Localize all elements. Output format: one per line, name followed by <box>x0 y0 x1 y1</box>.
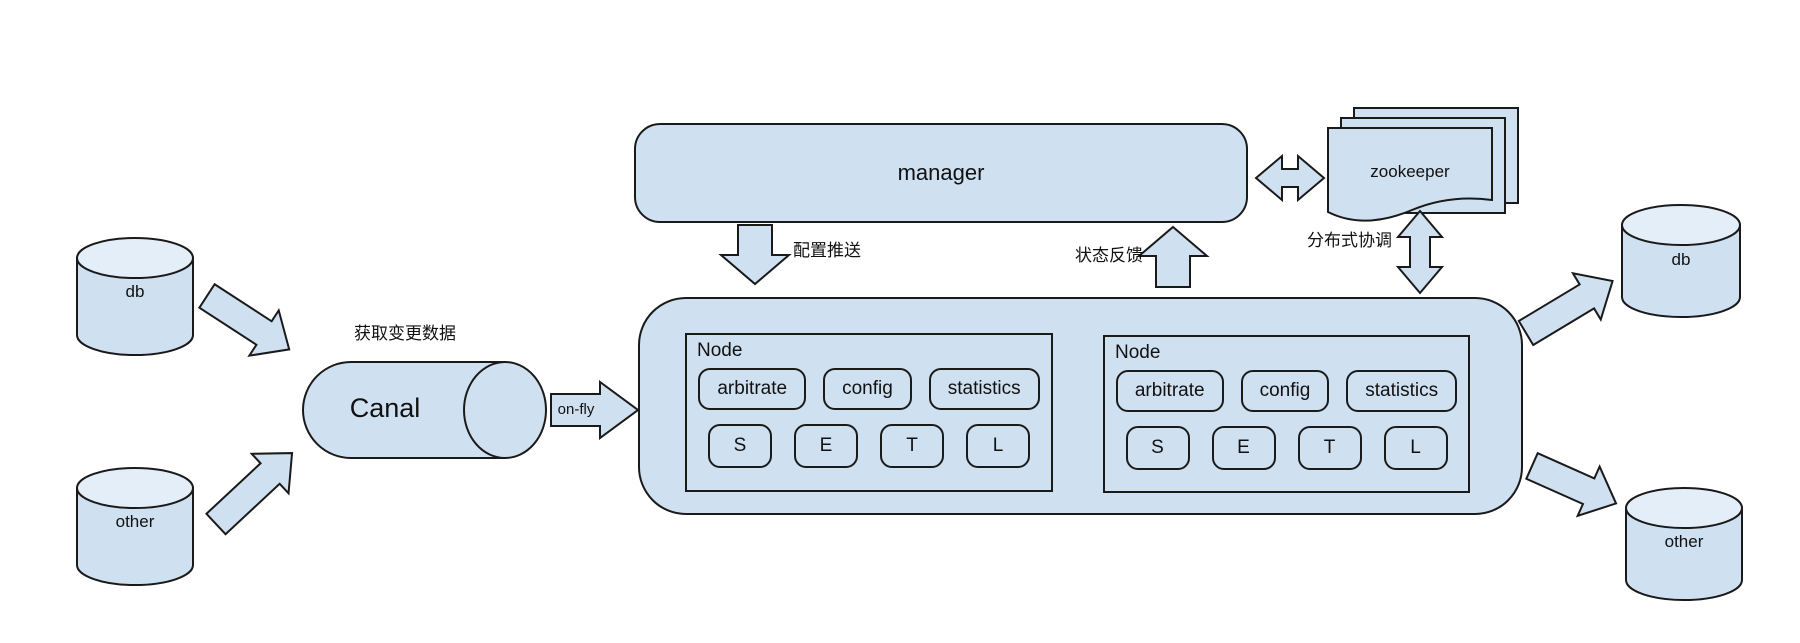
node-2-module-arbitrate: arbitrate <box>1115 370 1224 412</box>
canal-cylinder <box>302 361 547 459</box>
source-db-label: db <box>125 282 145 301</box>
node-1-module-arbitrate: arbitrate <box>698 368 807 410</box>
source-other-cylinder <box>76 467 194 586</box>
arrow-container-to-other <box>1524 451 1618 518</box>
arrow-manager-zookeeper <box>1254 153 1326 203</box>
node-1-stage-select: S <box>708 424 772 468</box>
node-1-stage-load: L <box>966 424 1030 468</box>
canal-label: Canal <box>349 393 421 423</box>
target-db-cylinder <box>1621 204 1741 318</box>
node-1-stage-transform: T <box>880 424 944 468</box>
config-push-label: 配置推送 <box>793 241 861 260</box>
target-other-label: other <box>1664 532 1704 551</box>
manager-box: manager <box>634 123 1248 223</box>
arrow-container-to-db <box>1517 271 1614 347</box>
node-2-stage-select: S <box>1125 426 1190 470</box>
arrow-zookeeper-container <box>1395 209 1445 295</box>
source-db-cylinder <box>76 237 194 356</box>
zookeeper-label: zookeeper <box>1370 162 1450 181</box>
node-2-stage-extract: E <box>1211 426 1276 470</box>
manager-label: manager <box>897 160 985 185</box>
arrow-db-to-canal <box>197 282 291 358</box>
node-box-2: Node arbitrate config statistics S E T L <box>1103 335 1470 493</box>
arrow-onfly <box>550 380 640 440</box>
node-2-module-config: config <box>1240 370 1330 412</box>
arrow-other-to-canal <box>205 452 294 536</box>
node-2-title: Node <box>1115 342 1161 363</box>
status-feedback-label: 状态反馈 <box>1075 246 1143 265</box>
node-1-module-config: config <box>823 368 912 410</box>
node-1-stage-row: S E T L <box>687 424 1051 468</box>
source-other-label: other <box>115 512 155 531</box>
node-1-module-statistics: statistics <box>928 368 1040 410</box>
zookeeper-stack <box>1327 107 1519 222</box>
node-1-title: Node <box>697 340 743 361</box>
target-other-cylinder <box>1625 487 1743 601</box>
node-2-module-row: arbitrate config statistics <box>1105 370 1468 412</box>
arrow-status-feedback <box>1136 225 1210 288</box>
node-1-module-row: arbitrate config statistics <box>687 368 1051 410</box>
node-2-stage-transform: T <box>1297 426 1362 470</box>
onfly-label: on-fly <box>557 401 595 418</box>
arrow-config-push <box>718 224 792 286</box>
node-2-stage-load: L <box>1383 426 1448 470</box>
node-box-1: Node arbitrate config statistics S E T L <box>685 333 1053 492</box>
distributed-coordination-label: 分布式协调 <box>1307 231 1392 250</box>
canal-caption-label: 获取变更数据 <box>354 324 456 343</box>
target-db-label: db <box>1671 250 1691 269</box>
node-2-module-statistics: statistics <box>1346 370 1458 412</box>
node-1-stage-extract: E <box>794 424 858 468</box>
node-2-stage-row: S E T L <box>1105 426 1468 470</box>
